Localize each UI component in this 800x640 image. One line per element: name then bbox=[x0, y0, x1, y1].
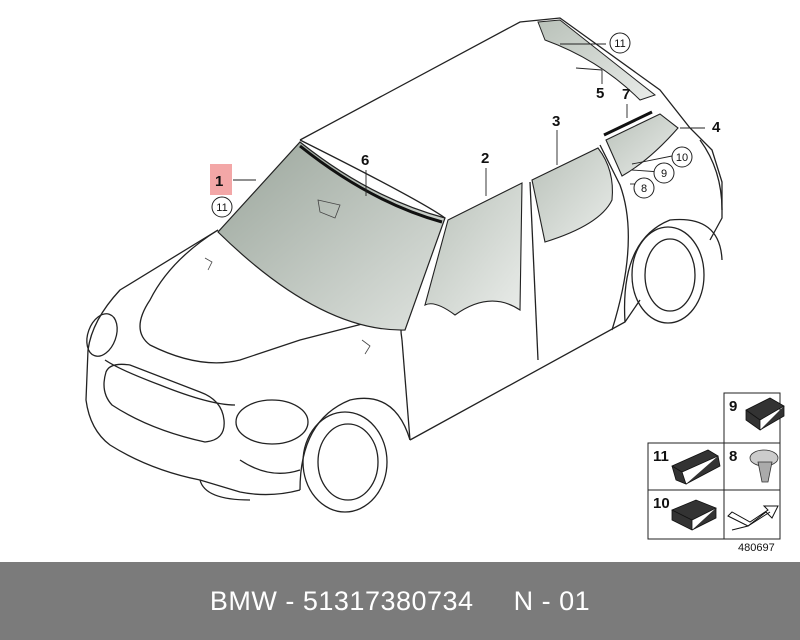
svg-text:8: 8 bbox=[641, 183, 647, 195]
callout-2: 2 bbox=[481, 150, 489, 167]
footer-gap bbox=[474, 586, 514, 617]
parts-box-label-11: 11 bbox=[653, 448, 669, 465]
front-door-window bbox=[424, 182, 523, 316]
rear-door-window bbox=[531, 147, 613, 243]
callout-6: 6 bbox=[361, 152, 369, 169]
small-parts-box: 9 11 8 10 bbox=[647, 392, 785, 540]
footer-brand: BMW bbox=[209, 585, 278, 616]
callout-9: 9 bbox=[653, 162, 675, 184]
callout-5: 5 bbox=[596, 85, 604, 102]
car-body bbox=[85, 17, 723, 513]
parts-diagram: 1 6 2 3 5 7 4 11 11 10 9 8 9 11 8 10 bbox=[85, 17, 785, 554]
callout-1: 1 bbox=[215, 173, 223, 190]
strip-11-icon bbox=[671, 449, 721, 485]
reference-number: 480697 bbox=[738, 542, 775, 554]
footer-variant: N - 01 bbox=[513, 585, 591, 616]
footer-part-number: 51317380734 bbox=[302, 585, 474, 616]
mounting-bracket bbox=[204, 257, 371, 355]
quarter-window bbox=[605, 113, 679, 177]
svg-text:11: 11 bbox=[614, 38, 625, 50]
callout-10: 10 bbox=[671, 146, 693, 168]
windscreen bbox=[217, 141, 446, 331]
callout-3: 3 bbox=[552, 113, 560, 130]
svg-text:9: 9 bbox=[661, 168, 667, 180]
footer-separator: - bbox=[277, 585, 303, 616]
callout-11-rear: 11 bbox=[609, 32, 631, 54]
arrow-symbol-icon bbox=[727, 505, 779, 527]
pad-9-icon bbox=[745, 397, 785, 431]
callout-1-highlight bbox=[210, 164, 232, 195]
rear-window bbox=[537, 19, 657, 101]
footer-bar: BMW - 51317380734 N - 01 bbox=[0, 562, 800, 640]
parts-box-label-9: 9 bbox=[729, 398, 737, 415]
callout-11-front: 11 bbox=[211, 196, 233, 218]
svg-text:10: 10 bbox=[676, 152, 688, 164]
callout-4: 4 bbox=[712, 119, 721, 136]
svg-text:11: 11 bbox=[216, 202, 227, 214]
clip-8-icon bbox=[749, 449, 779, 483]
parts-box-label-10: 10 bbox=[653, 495, 670, 512]
pad-10-icon bbox=[671, 499, 717, 531]
callout-8: 8 bbox=[633, 177, 655, 199]
callout-7: 7 bbox=[622, 86, 630, 103]
seal-strip bbox=[603, 110, 653, 137]
parts-box-label-8: 8 bbox=[729, 448, 737, 465]
